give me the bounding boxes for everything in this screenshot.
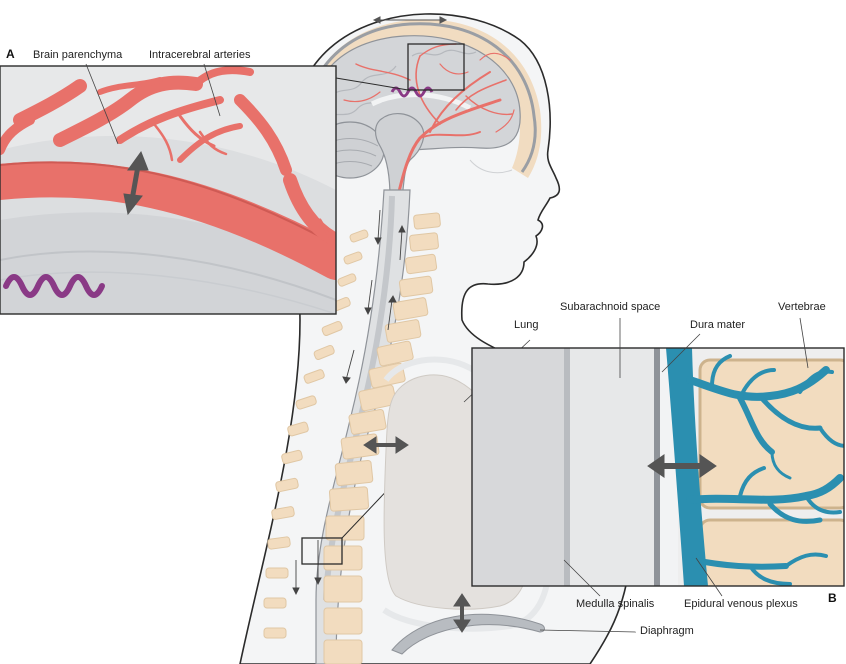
panel-a-letter: A bbox=[6, 47, 15, 61]
diaphragm bbox=[391, 613, 545, 655]
facial-hair-lines bbox=[469, 159, 513, 174]
inset-b-frame bbox=[471, 347, 845, 587]
label-dura-mater: Dura mater bbox=[690, 319, 746, 331]
inset-b bbox=[472, 348, 844, 586]
label-diaphragm: Diaphragm bbox=[640, 625, 694, 637]
zoom-box-a bbox=[407, 43, 465, 91]
csf-flow-arrows bbox=[372, 16, 448, 24]
zoom-box-b bbox=[301, 537, 343, 565]
inset-a bbox=[0, 66, 336, 314]
label-lung: Lung bbox=[514, 319, 539, 331]
diaphragm-motion-arrow bbox=[453, 593, 471, 633]
label-intracerebral-arteries: Intracerebral arteries bbox=[149, 49, 251, 61]
inset-a-frame bbox=[0, 65, 337, 315]
label-brain-parenchyma: Brain parenchyma bbox=[33, 49, 123, 61]
panel-b-letter: B bbox=[828, 591, 837, 605]
lung-motion-arrow bbox=[363, 436, 409, 454]
spine-flow-arrows bbox=[292, 209, 406, 596]
label-medulla-spinalis: Medulla spinalis bbox=[576, 598, 655, 610]
spinous-processes bbox=[263, 229, 369, 639]
scalp bbox=[297, 19, 542, 178]
vertebral-column bbox=[323, 212, 441, 664]
choroid-plexus bbox=[390, 86, 434, 98]
label-epidural-venous-plexus: Epidural venous plexus bbox=[684, 598, 798, 610]
brain-arteries bbox=[343, 43, 515, 198]
brainstem bbox=[374, 113, 425, 199]
label-vertebrae: Vertebrae bbox=[778, 301, 826, 313]
label-subarachnoid-space: Subarachnoid space bbox=[560, 301, 661, 313]
